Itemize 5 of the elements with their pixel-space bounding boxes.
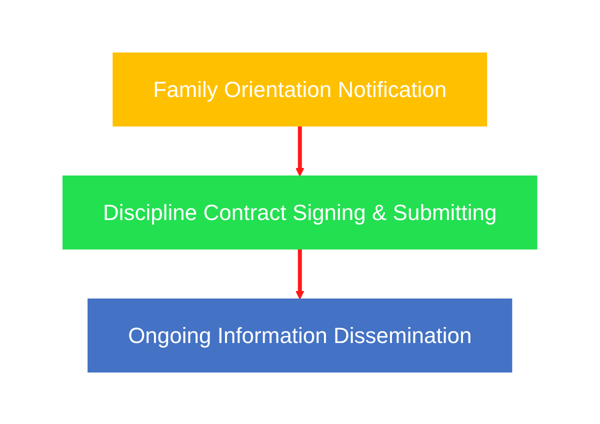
arrow: [296, 126, 304, 176]
node-box: Discipline Contract Signing & Submitting: [62, 175, 538, 249]
node-box: Ongoing Information Dissemination: [88, 298, 512, 372]
node-box: Family Orientation Notification: [112, 52, 488, 126]
arrow: [296, 248, 304, 299]
